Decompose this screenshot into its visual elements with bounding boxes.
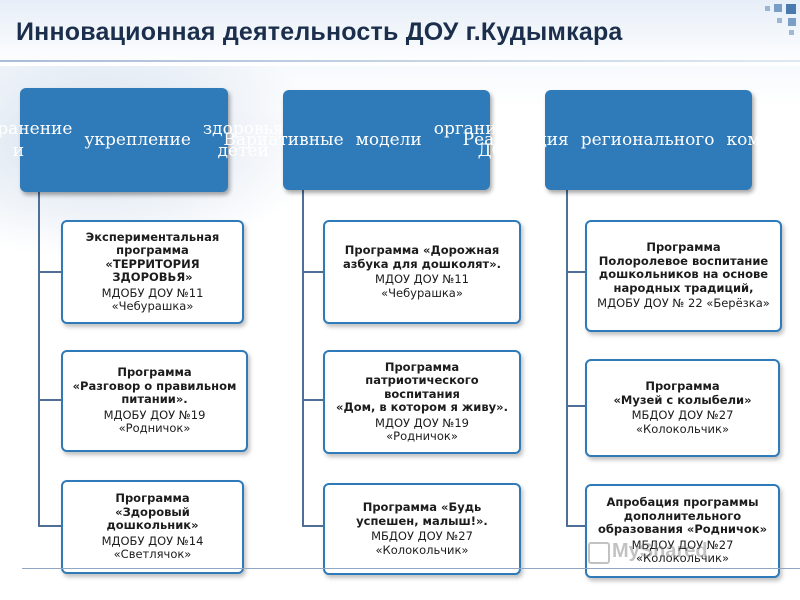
box-text: «Здоровый <box>115 504 190 519</box>
title-bar <box>0 0 800 66</box>
box-text: «Светлячок» <box>113 547 192 562</box>
program-box-cradle-museum: Программа «Музей с колыбели» МБДОУ ДОУ №… <box>585 359 780 457</box>
box-text: Программа <box>115 491 190 506</box>
corner-decoration <box>740 0 800 66</box>
header-line: организации ДО <box>433 119 550 161</box>
header-line: здоровья детей <box>202 119 284 161</box>
box-text: дошкольников на основе <box>598 267 769 282</box>
box-text: азбука для дошколят». <box>342 256 501 271</box>
box-text: Программа <box>384 359 460 374</box>
header-line: Реализация <box>462 130 569 150</box>
box-text: «Родничок» <box>118 421 191 436</box>
program-box-rodnichok-approbation: Апробация программы дополнительного обра… <box>585 484 780 578</box>
box-text: «Чебурашка» <box>111 299 194 313</box>
box-text: МДОУ ДОУ №19 <box>375 415 469 430</box>
box-text: Программа <box>646 240 721 255</box>
program-box-be-successful: Программа «Будь успешен, малыш!». МБДОУ … <box>323 483 521 575</box>
box-text: Экспериментальная <box>85 229 220 244</box>
program-box-territory-health: Экспериментальная программа «ТЕРРИТОРИЯ … <box>61 220 244 324</box>
box-text: Программа <box>117 365 192 380</box>
slide-title: Инновационная деятельность ДОУ г.Кудымка… <box>16 18 623 46</box>
box-text: дошкольник» <box>106 518 199 533</box>
box-text: Программа «Дорожная <box>344 243 500 257</box>
box-text: «Колокольчик» <box>636 421 729 436</box>
box-text: «Дом, в котором я живу». <box>336 400 508 414</box>
box-text: «Колокольчик» <box>375 542 469 557</box>
header-line: модели <box>355 130 422 150</box>
box-text: «Чебурашка» <box>381 285 463 300</box>
connector-horizontal-2-3 <box>302 525 324 527</box>
program-box-nutrition: Программа «Разговор о правильном питании… <box>61 350 248 452</box>
box-text: МДОБУ ДОУ №19 <box>103 407 206 422</box>
connector-horizontal-3-3 <box>566 525 586 527</box>
footer-divider <box>22 568 800 569</box>
connector-vertical-3 <box>566 190 568 527</box>
box-text: «ТЕРРИТОРИЯ <box>105 256 200 271</box>
box-text: образования «Родничок» <box>597 522 767 537</box>
box-text: «Колокольчик» <box>636 551 729 566</box>
watermark-text: MyShared <box>612 540 708 562</box>
box-text: народных традиций, <box>613 280 754 295</box>
box-text: Программа «Будь <box>362 500 482 514</box>
header-line: компонента <box>726 130 800 150</box>
box-text: МБДОУ ДОУ №27 <box>631 537 734 552</box>
box-text: воспитания <box>384 386 460 401</box>
connector-horizontal-3-1 <box>566 271 586 273</box>
header-line: укрепление <box>84 130 191 150</box>
connector-horizontal-2-1 <box>302 271 324 273</box>
box-text: «Разговор о правильном <box>72 378 237 393</box>
connector-horizontal-1-3 <box>38 525 62 527</box>
box-text: ЗДОРОВЬЯ» <box>112 270 193 284</box>
watermark-icon <box>588 542 610 564</box>
box-text: МБДОУ ДОУ №27 <box>371 529 473 543</box>
box-text: МДОБУ ДОУ №11 <box>101 285 204 300</box>
connector-horizontal-1-2 <box>38 399 62 401</box>
connector-vertical-2 <box>302 190 304 527</box>
connector-horizontal-1-1 <box>38 271 62 273</box>
box-text: Апробация программы <box>606 495 759 510</box>
box-text: Полоролевое воспитание <box>598 253 769 268</box>
box-text: дополнительного <box>623 508 742 523</box>
program-box-patriotic: Программа патриотического воспитания «До… <box>323 350 521 454</box>
box-text: «Музей с колыбели» <box>613 392 752 407</box>
program-box-healthy-child: Программа «Здоровый дошкольник» МДОБУ ДО… <box>61 480 244 574</box>
connector-horizontal-2-2 <box>302 399 324 401</box>
box-text: успешен, малыш!». <box>356 513 488 528</box>
header-line: Сохранение и <box>0 119 73 161</box>
box-text: МБДОУ ДОУ №27 <box>631 408 734 422</box>
box-text: Программа <box>645 379 720 393</box>
header-line: регионального <box>580 130 715 150</box>
box-text: МДОБУ ДОУ №14 <box>101 533 204 548</box>
title-divider <box>0 60 800 62</box>
header-line: Вариативные <box>223 130 344 150</box>
column-header-variative-models: Вариативные модели организации ДО <box>223 90 550 190</box>
box-text: питании». <box>121 392 188 407</box>
box-text: «Родничок» <box>386 429 458 443</box>
box-text: программа <box>116 243 189 257</box>
column-header-regional: Реализация регионального компонента <box>463 90 800 190</box>
column-header-health: Сохранение и укрепление здоровья детей <box>0 88 284 192</box>
program-box-road-alphabet: Программа «Дорожная азбука для дошколят»… <box>323 220 521 324</box>
box-text: МДОУ ДОУ №11 <box>375 272 469 286</box>
connector-vertical-1 <box>38 192 40 527</box>
box-text: МДОБУ ДОУ № 22 «Берёзка» <box>597 296 770 311</box>
connector-horizontal-3-2 <box>566 405 586 407</box>
box-text: патриотического <box>365 373 479 387</box>
program-box-gender-role: Программа Полоролевое воспитание дошколь… <box>585 220 782 332</box>
